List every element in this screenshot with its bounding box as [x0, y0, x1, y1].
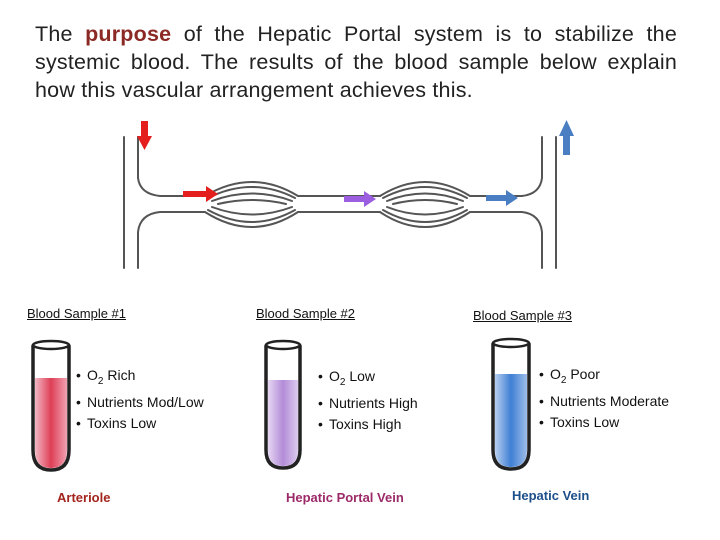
arteriole-vessel [123, 136, 206, 269]
sample-1-toxins: Toxins Low [76, 413, 204, 434]
test-tube-1 [31, 339, 71, 472]
sample-2-o2: O2 Low [318, 366, 418, 393]
capillary-bed-2 [379, 181, 471, 228]
blood-sample-2-details: O2 Low Nutrients High Toxins High [318, 366, 418, 435]
hepatic-vein [469, 136, 557, 269]
test-tube-2 [264, 339, 302, 470]
test-tube-3 [491, 337, 531, 471]
blood-sample-3-label: Blood Sample #3 [473, 308, 573, 323]
sample-3-toxins: Toxins Low [539, 412, 669, 433]
arteriole-down-arrow [137, 121, 152, 150]
intro-paragraph: The purpose of the Hepatic Portal system… [35, 20, 677, 104]
blood-sample-1-details: O2 Rich Nutrients Mod/Low Toxins Low [76, 365, 204, 434]
blood-sample-3-details: O2 Poor Nutrients Moderate Toxins Low [539, 364, 669, 433]
purpose-word: purpose [85, 22, 172, 46]
sample-3-nutrients: Nutrients Moderate [539, 391, 669, 412]
hepatic-right-arrow [486, 190, 518, 206]
portal-right-arrow [344, 191, 376, 207]
hepatic-vein-label: Hepatic Vein [512, 488, 590, 503]
tube-1-blood-fill [35, 378, 67, 468]
capillary-bed-1 [204, 181, 299, 228]
sample-2-nutrients: Nutrients High [318, 393, 418, 414]
vessel-network [123, 136, 557, 269]
tube-3-blood-fill [495, 374, 527, 467]
arteriole-right-arrow [183, 186, 218, 202]
sample-3-o2: O2 Poor [539, 364, 669, 391]
arteriole-label: Arteriole [57, 490, 111, 505]
sample-2-toxins: Toxins High [318, 414, 418, 435]
sample-1-o2: O2 Rich [76, 365, 204, 392]
tube-2-blood-fill [268, 380, 298, 466]
sample-1-nutrients: Nutrients Mod/Low [76, 392, 204, 413]
blood-sample-1-label: Blood Sample #1 [27, 306, 127, 321]
hepatic-portal-vein-label: Hepatic Portal Vein [286, 490, 404, 505]
hepatic-up-arrow [559, 120, 574, 155]
intro-text-end: of the Hepatic Portal system is to stabi… [35, 22, 677, 102]
blood-sample-2-label: Blood Sample #2 [256, 306, 356, 321]
intro-text-start: The [35, 22, 86, 46]
